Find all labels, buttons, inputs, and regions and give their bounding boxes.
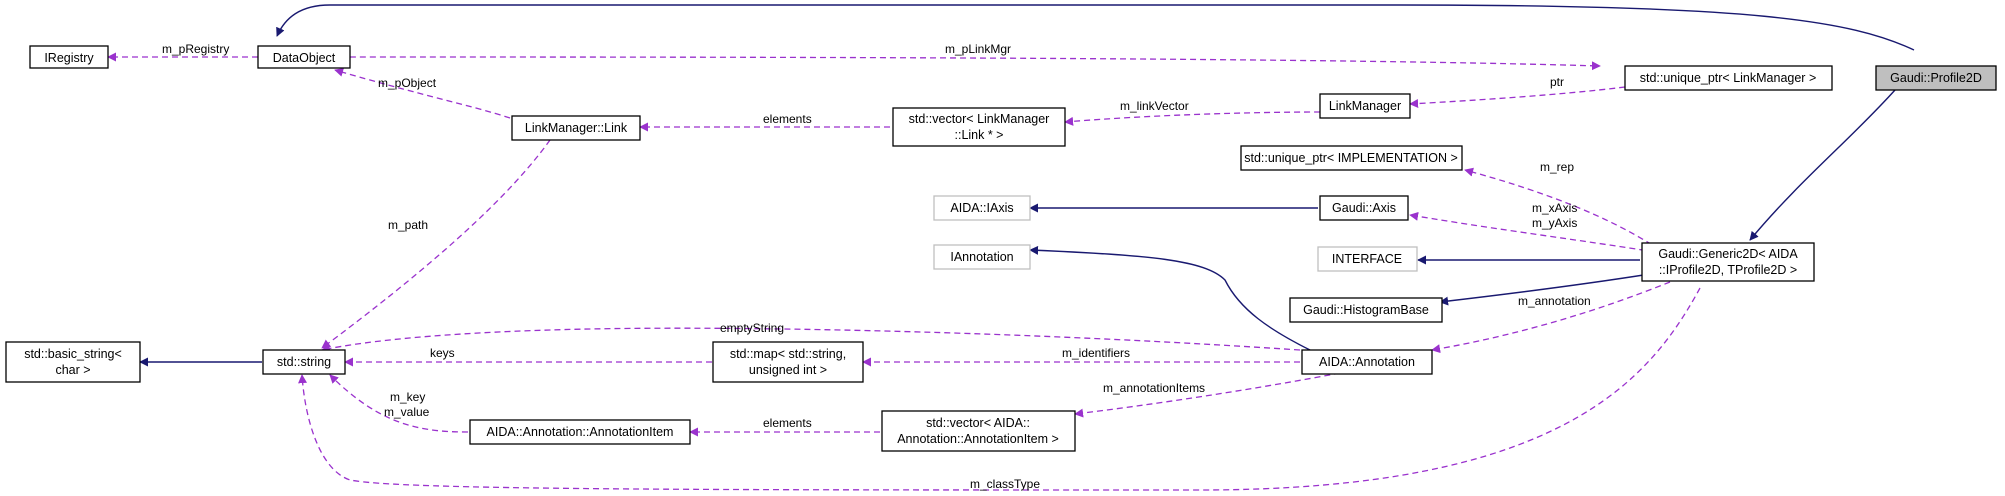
edge-generic2d-to-annotation [1431, 281, 1671, 354]
node-dataobject-label: DataObject [273, 51, 336, 65]
node-std-map-string-label-2: unsigned int > [749, 363, 827, 377]
node-vector-link-label-2: ::Link * > [955, 128, 1004, 142]
edge-label-m-value: m_value [384, 405, 430, 419]
edge-label-keys: keys [430, 346, 455, 360]
node-gaudi-profile2d-label: Gaudi::Profile2D [1890, 71, 1982, 85]
edge-label-m-rep: m_rep [1540, 160, 1574, 174]
node-gaudi-axis[interactable]: Gaudi::Axis [1319, 195, 1409, 221]
node-gaudi-histogrambase[interactable]: Gaudi::HistogramBase [1289, 297, 1443, 323]
edge-label-m-xaxis: m_xAxis [1532, 201, 1577, 215]
edge-annotation-to-vector-items [1074, 372, 1341, 418]
node-dataobject[interactable]: DataObject [257, 45, 351, 69]
edge-label-elements-items: elements [763, 416, 812, 430]
edge-label-m-annotationitems: m_annotationItems [1103, 381, 1205, 395]
node-std-basic-string-label-1: std::basic_string< [24, 347, 122, 361]
node-vector-annotation-items-label-2: Annotation::AnnotationItem > [897, 432, 1059, 446]
node-gaudi-axis-label: Gaudi::Axis [1332, 201, 1396, 215]
edge-generic2d-to-axis [1409, 211, 1656, 253]
nodes: Gaudi::Profile2D DataObject IRegistry st… [5, 45, 1997, 452]
node-std-string[interactable]: std::string [262, 349, 346, 375]
node-std-map-string[interactable]: std::map< std::string, unsigned int > [712, 341, 864, 383]
edge-label-m-classtype: m_classType [970, 477, 1040, 491]
node-annotation-item-label: AIDA::Annotation::AnnotationItem [487, 425, 674, 439]
node-gaudi-generic2d[interactable]: Gaudi::Generic2D< AIDA ::IProfile2D, TPr… [1641, 242, 1815, 282]
usage-edges [107, 52, 1701, 491]
edge-linkmanager-to-vector-link [1064, 111, 1321, 126]
node-std-map-string-label-1: std::map< std::string, [730, 347, 846, 361]
edge-annotation-to-string-emptystring [321, 327, 1301, 353]
node-interface[interactable]: INTERFACE [1317, 246, 1418, 272]
edge-dataobject-to-unique-linkmgr [349, 56, 1601, 71]
node-aida-annotation-label: AIDA::Annotation [1319, 355, 1415, 369]
edge-label-elements-link: elements [763, 112, 812, 126]
node-unique-ptr-implementation[interactable]: std::unique_ptr< IMPLEMENTATION > [1240, 145, 1463, 171]
edge-labels: m_pRegistry m_pLinkMgr m_pObject element… [162, 42, 1591, 491]
edge-annotation-to-iannotation [1029, 245, 1311, 351]
node-vector-link-label-1: std::vector< LinkManager [909, 112, 1050, 126]
node-std-string-label: std::string [277, 355, 331, 369]
edge-generic2d-to-histogrambase [1439, 273, 1651, 306]
edge-label-m-path: m_path [388, 218, 428, 232]
node-vector-link[interactable]: std::vector< LinkManager ::Link * > [892, 107, 1066, 147]
edge-label-emptystring: emptyString [720, 321, 784, 335]
edge-generic2d-to-string-classtype [298, 287, 1701, 491]
node-linkmanager[interactable]: LinkManager [1319, 93, 1411, 119]
edge-label-m-annotation: m_annotation [1518, 294, 1591, 308]
edge-label-m-pregistry: m_pRegistry [162, 42, 229, 56]
edge-label-m-identifiers: m_identifiers [1062, 346, 1130, 360]
edge-label-ptr: ptr [1550, 75, 1564, 89]
edge-link-to-dataobject [334, 67, 511, 119]
node-annotation-item[interactable]: AIDA::Annotation::AnnotationItem [469, 419, 691, 445]
edge-label-m-yaxis: m_yAxis [1532, 216, 1577, 230]
node-iannotation-label: IAnnotation [950, 250, 1013, 264]
node-iregistry[interactable]: IRegistry [29, 45, 109, 69]
edge-label-m-linkvector: m_linkVector [1120, 99, 1189, 113]
edge-label-m-pobject: m_pObject [378, 76, 437, 90]
node-gaudi-generic2d-label-1: Gaudi::Generic2D< AIDA [1658, 247, 1798, 261]
node-interface-label: INTERFACE [1332, 252, 1402, 266]
inheritance-edges [139, 4, 1915, 367]
edge-annotation-item-to-string [329, 374, 469, 433]
node-aida-iaxis[interactable]: AIDA::IAxis [933, 195, 1031, 221]
node-unique-ptr-linkmanager[interactable]: std::unique_ptr< LinkManager > [1624, 65, 1833, 91]
node-vector-annotation-items-label-1: std::vector< AIDA:: [926, 416, 1030, 430]
node-gaudi-generic2d-label-2: ::IProfile2D, TProfile2D > [1659, 263, 1797, 277]
edge-profile2d-to-dataobject [276, 4, 1915, 51]
node-iannotation[interactable]: IAnnotation [933, 244, 1031, 270]
node-aida-annotation[interactable]: AIDA::Annotation [1301, 349, 1433, 375]
node-std-basic-string[interactable]: std::basic_string< char > [5, 341, 141, 383]
node-vector-annotation-items[interactable]: std::vector< AIDA:: Annotation::Annotati… [881, 410, 1076, 452]
edge-label-m-key: m_key [390, 390, 425, 404]
edge-unique-linkmgr-to-linkmanager [1409, 86, 1626, 109]
node-linkmanager-link-label: LinkManager::Link [525, 121, 628, 135]
node-linkmanager-label: LinkManager [1329, 99, 1401, 113]
node-std-basic-string-label-2: char > [55, 363, 90, 377]
edge-profile2d-to-generic2d [1749, 89, 1896, 241]
node-gaudi-histogrambase-label: Gaudi::HistogramBase [1303, 303, 1429, 317]
edge-string-to-link [321, 139, 551, 349]
node-unique-ptr-implementation-label: std::unique_ptr< IMPLEMENTATION > [1244, 151, 1458, 165]
node-aida-iaxis-label: AIDA::IAxis [950, 201, 1013, 215]
edge-generic2d-to-unique-impl [1464, 167, 1661, 251]
node-gaudi-profile2d[interactable]: Gaudi::Profile2D [1875, 65, 1997, 91]
edge-label-m-plinkmgr: m_pLinkMgr [945, 42, 1011, 56]
node-iregistry-label: IRegistry [44, 51, 94, 65]
node-unique-ptr-linkmanager-label: std::unique_ptr< LinkManager > [1640, 71, 1817, 85]
node-linkmanager-link[interactable]: LinkManager::Link [511, 115, 641, 141]
